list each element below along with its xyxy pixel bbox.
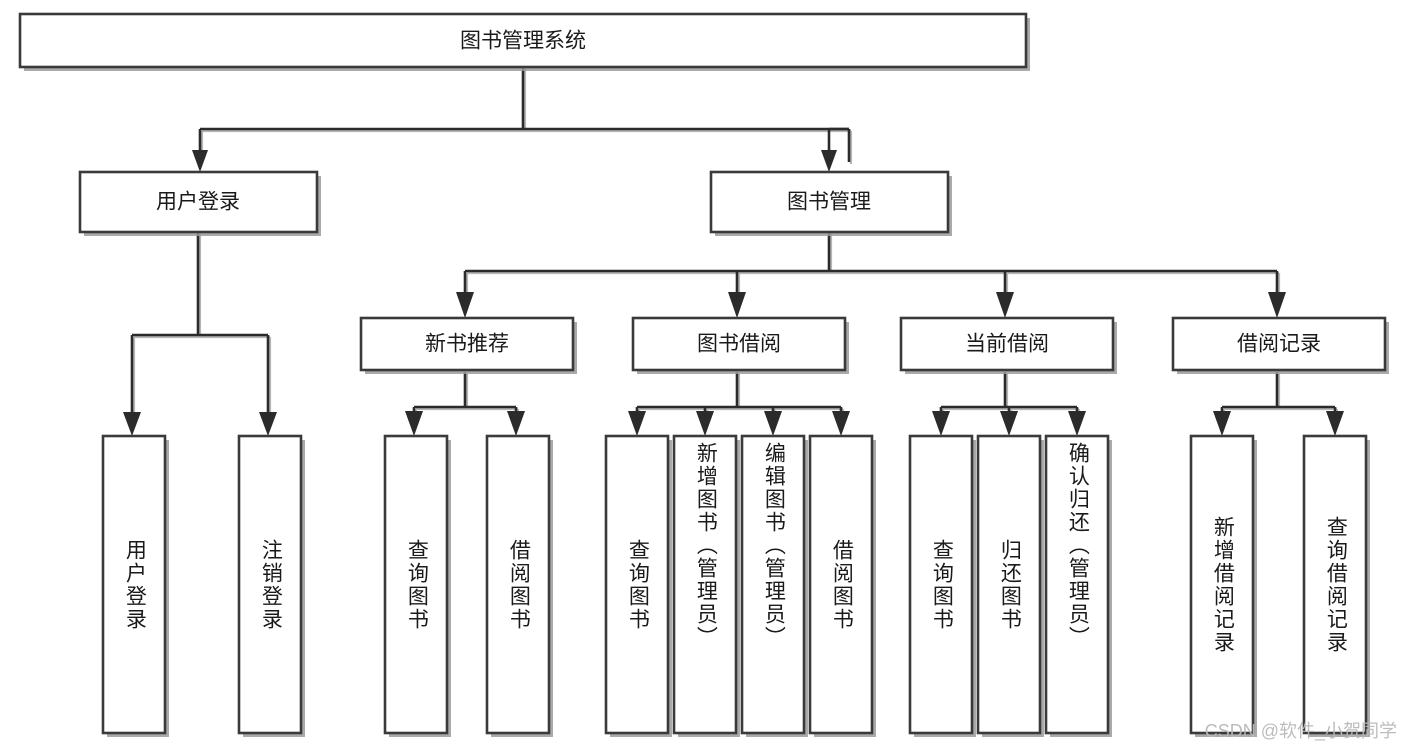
- arrowhead-leaf-borrowrecord-2: [1326, 411, 1344, 436]
- borrow-record-box[interactable]: [1171, 316, 1387, 372]
- arrowhead-book-borrow: [728, 292, 746, 318]
- book-manage-label: 图书管理: [787, 191, 871, 214]
- borrow-record-label: 借阅记录: [1237, 333, 1321, 356]
- book-borrow-box[interactable]: [631, 316, 847, 372]
- edge-borrowrecord-to-leaves: [1220, 372, 1337, 418]
- arrowhead-leaf-borrowrecord-1: [1213, 411, 1231, 436]
- arrowhead-user-login: [192, 150, 208, 172]
- arrowhead-new-book: [456, 292, 474, 318]
- user-login-box[interactable]: [78, 170, 319, 234]
- new-book-label: 新书推荐: [425, 333, 509, 356]
- node-user-login[interactable]: 用户登录: [78, 170, 321, 236]
- arrowhead-leaf-currentborrow-2: [1000, 411, 1018, 436]
- leaf-bookborrow-1-box[interactable]: [604, 434, 670, 735]
- leaf-borrowrecord-1-box[interactable]: [1189, 434, 1255, 735]
- edge-root-to-level2: [198, 67, 851, 162]
- edge-userlogin-to-leaves: [130, 232, 270, 418]
- book-manage-box[interactable]: [709, 170, 950, 234]
- current-borrow-label: 当前借阅: [965, 333, 1049, 356]
- arrowhead-leaf-user-login-2: [259, 412, 277, 436]
- arrowhead-leaf-currentborrow-1: [932, 411, 950, 436]
- edge-layer: [123, 67, 1344, 436]
- edge-newbook-to-leaves: [412, 372, 518, 418]
- leaf-bookborrow-3-box[interactable]: [740, 434, 806, 735]
- root-box[interactable]: [18, 12, 1028, 69]
- arrowhead-leaf-newbook-2: [507, 411, 525, 436]
- edge-bookmanage-shadow: [465, 234, 1281, 296]
- leaf-newbook-2-box[interactable]: [485, 434, 551, 735]
- arrowhead-leaf-bookborrow-3: [764, 411, 782, 436]
- current-borrow-box[interactable]: [899, 316, 1115, 372]
- leaf-borrowrecord-2-box[interactable]: [1302, 434, 1368, 735]
- arrowhead-leaf-newbook-1: [405, 411, 423, 436]
- node-root[interactable]: 图书管理系统: [18, 12, 1030, 71]
- edge-bookborrow-shadow: [637, 374, 845, 420]
- leaf-box-layer: [101, 434, 1370, 737]
- edge-userlogin-shadow: [132, 234, 272, 420]
- edge-root-bus-shadow: [200, 69, 853, 164]
- new-book-box[interactable]: [359, 316, 575, 372]
- edge-newbook-shadow: [414, 374, 520, 420]
- arrowhead-current-borrow: [996, 292, 1014, 318]
- arrowhead-leaf-bookborrow-2: [696, 411, 714, 436]
- node-book-manage[interactable]: 图书管理: [709, 170, 952, 236]
- node-current-borrow[interactable]: 当前借阅: [899, 316, 1117, 374]
- leaf-bookborrow-2-box[interactable]: [672, 434, 738, 735]
- arrowhead-borrow-record: [1268, 292, 1286, 318]
- node-book-borrow[interactable]: 图书借阅: [631, 316, 849, 374]
- arrowhead-leaf-currentborrow-3: [1068, 411, 1086, 436]
- leaf-currentborrow-2-box[interactable]: [976, 434, 1042, 735]
- node-borrow-record[interactable]: 借阅记录: [1171, 316, 1389, 374]
- leaf-bookborrow-4-box[interactable]: [808, 434, 874, 735]
- root-label: 图书管理系统: [460, 30, 586, 53]
- arrowhead-leaf-bookborrow-1: [628, 411, 646, 436]
- arrowhead-leaf-bookborrow-4: [832, 411, 850, 436]
- arrowhead-leaf-user-login-1: [123, 412, 141, 436]
- book-borrow-label: 图书借阅: [697, 333, 781, 356]
- node-new-book-recommend[interactable]: 新书推荐: [359, 316, 577, 374]
- edge-bookmanage-to-level3: [463, 232, 1279, 294]
- leaf-user-login-2-box[interactable]: [237, 434, 303, 735]
- leaf-currentborrow-3-box[interactable]: [1044, 434, 1110, 735]
- user-login-label: 用户登录: [156, 191, 240, 214]
- leaf-newbook-1-box[interactable]: [383, 434, 449, 735]
- leaf-currentborrow-1-box[interactable]: [908, 434, 974, 735]
- edge-borrowrecord-shadow: [1222, 374, 1339, 420]
- leaf-user-login-1-box[interactable]: [101, 434, 167, 735]
